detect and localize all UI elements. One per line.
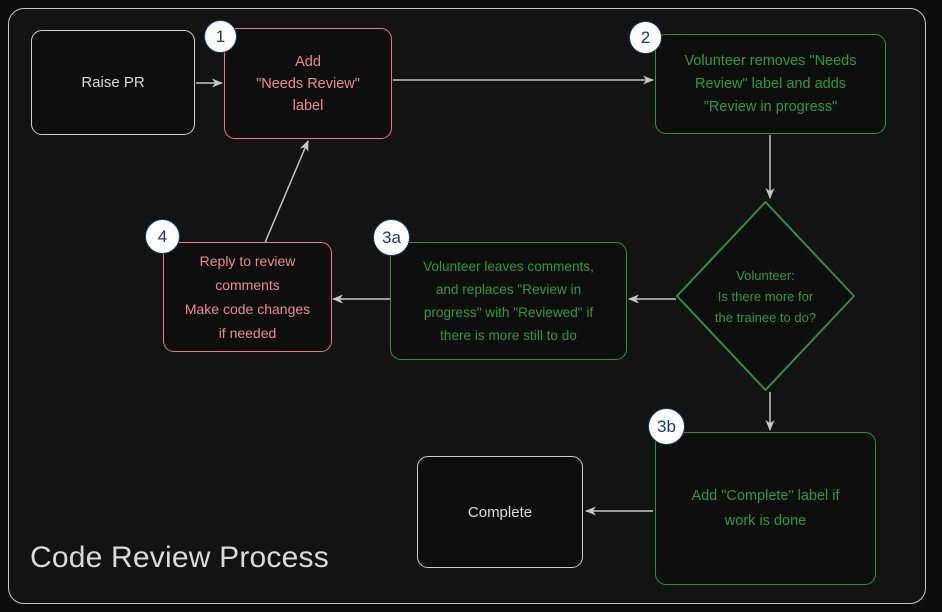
node-step3a[interactable]: Volunteer leaves comments, and replaces … [390,242,627,360]
node-complete-label: Complete [467,503,533,521]
decision-diamond-shape [676,201,855,391]
badge-step2-label: 2 [640,27,651,47]
badge-step4-label: 4 [157,226,168,246]
node-step4[interactable]: Reply to review comments Make code chang… [163,242,332,352]
node-step3b-label: Add "Complete" label if work is done [691,487,840,529]
node-decision[interactable]: Volunteer: Is there more for the trainee… [675,200,856,392]
badge-step3b: 3b [648,408,685,445]
badge-step1-label: 1 [215,26,226,46]
node-step3b[interactable]: Add "Complete" label if work is done [655,432,876,585]
badge-step3b-label: 3b [657,416,676,436]
badge-step3a-label: 3a [382,227,401,247]
badge-step2: 2 [629,21,662,54]
node-step2-label: Volunteer removes "Needs Review" label a… [684,52,857,115]
node-raise-pr-label: Raise PR [81,74,145,91]
node-step3a-label: Volunteer leaves comments, and replaces … [423,259,594,343]
node-step4-label: Reply to review comments Make code chang… [184,253,311,341]
node-raise-pr[interactable]: Raise PR [31,30,195,135]
node-complete[interactable]: Complete [417,456,583,568]
node-step2[interactable]: Volunteer removes "Needs Review" label a… [655,34,886,134]
diagram-title: Code Review Process [30,541,329,574]
node-step1[interactable]: Add "Needs Review" label [224,28,392,139]
badge-step3a: 3a [373,219,410,256]
badge-step1: 1 [204,20,237,53]
node-decision-label: Volunteer: Is there more for the trainee… [714,267,817,325]
badge-step4: 4 [145,219,180,254]
node-step1-label: Add "Needs Review" label [256,53,360,114]
